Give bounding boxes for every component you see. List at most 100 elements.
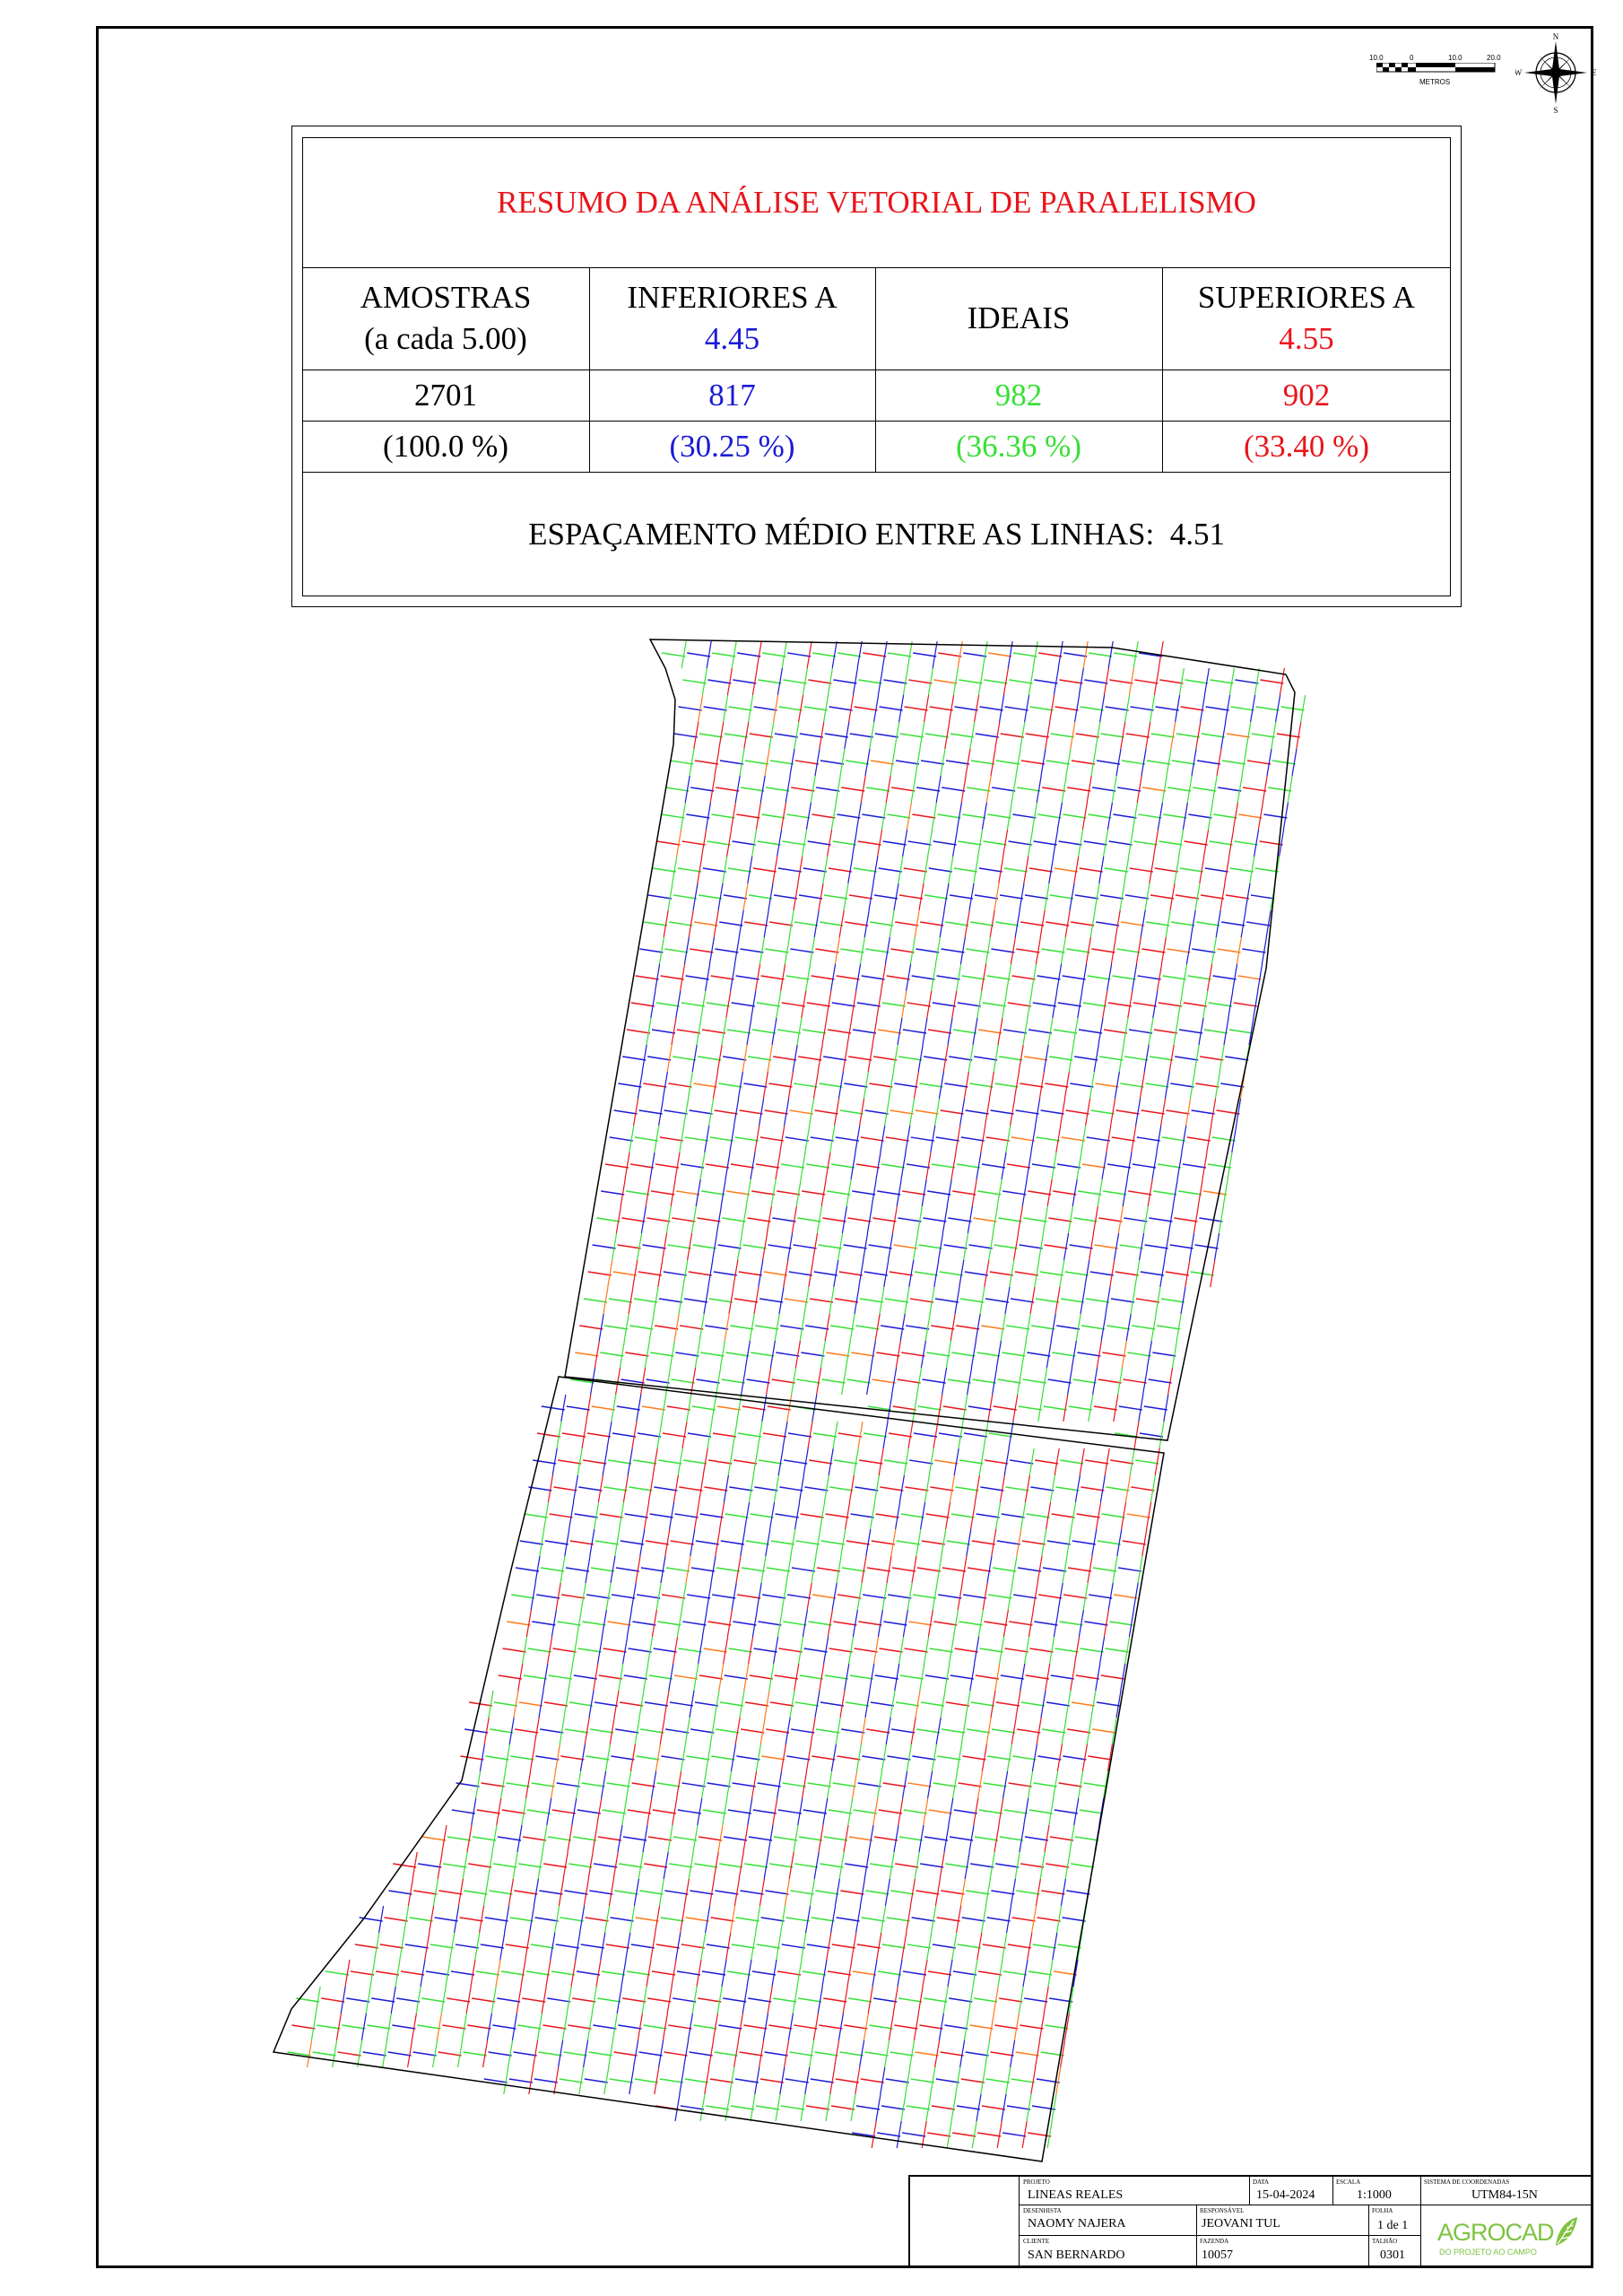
sample-segment [920, 1863, 944, 1868]
row-segment [1145, 721, 1151, 750]
row-segment [954, 1286, 960, 1315]
row-segment [579, 1744, 586, 1772]
sample-segment [1127, 1352, 1151, 1357]
row-segment [830, 963, 837, 992]
row-segment [791, 1367, 797, 1396]
sample-segment [586, 1594, 611, 1599]
sample-segment [879, 706, 903, 711]
row-segment [1152, 990, 1159, 1019]
sample-segment [609, 1136, 633, 1142]
sample-segment [622, 1997, 647, 2003]
row-segment [1022, 1959, 1028, 1987]
sample-segment [669, 1701, 694, 1707]
row-segment [630, 1582, 637, 1611]
row-segment [979, 1286, 985, 1315]
row-segment [764, 1690, 770, 1718]
sample-segment [468, 1701, 493, 1707]
sample-segment [949, 1056, 973, 1061]
row-segment [1092, 1367, 1098, 1396]
row-segment [888, 2013, 894, 2041]
row-segment [981, 1744, 987, 1772]
row-segment [821, 1959, 828, 1987]
sample-segment [1033, 1782, 1057, 1787]
sample-segment [540, 1567, 565, 1572]
sample-segment [881, 1002, 906, 1007]
sample-segment [690, 1567, 716, 1572]
row-segment [1012, 1394, 1019, 1422]
sample-segment [928, 1809, 952, 1814]
row-segment [1216, 748, 1222, 777]
average-spacing-label: ESPAÇAMENTO MÉDIO ENTRE AS LINHAS: [528, 516, 1155, 552]
row-segment [949, 694, 955, 723]
row-segment [881, 1744, 887, 1772]
sample-segment [1098, 1217, 1123, 1222]
sample-segment [905, 1486, 929, 1492]
row-segment [1172, 1178, 1178, 1207]
sample-segment [594, 1701, 619, 1707]
row-segment [811, 1555, 817, 1584]
row-segment [637, 2013, 643, 2041]
sample-segment [508, 2078, 533, 2083]
row-segment [1045, 1663, 1051, 1692]
sample-segment [700, 1352, 725, 1357]
sample-segment [1084, 679, 1108, 684]
row-segment [1102, 990, 1108, 1019]
sample-segment [532, 1621, 556, 1626]
sample-segment [637, 1432, 662, 1438]
row-segment [508, 2039, 514, 2068]
sample-segment [661, 813, 685, 819]
sample-segment [1029, 1648, 1054, 1653]
sample-segment [698, 1836, 723, 1841]
row-segment [1207, 802, 1213, 831]
row-segment [1015, 748, 1021, 777]
sample-segment [413, 1890, 438, 1895]
row-segment [877, 1609, 883, 1638]
row-segment [902, 1609, 908, 1638]
row-segment [937, 1394, 943, 1422]
row-segment [777, 1609, 783, 1638]
row-segment [1117, 1367, 1124, 1396]
row-segment [876, 1932, 882, 1961]
sample-segment [1162, 975, 1186, 980]
sample-segment [1136, 1136, 1160, 1142]
sample-segment [988, 652, 1012, 657]
row-segment [968, 1986, 974, 2014]
row-segment [860, 775, 866, 804]
row-segment [757, 1421, 763, 1449]
sample-segment [784, 1298, 809, 1303]
row-segment [691, 1986, 698, 2014]
sample-segment [887, 1755, 911, 1761]
sample-segment [957, 1944, 981, 1949]
row-segment [823, 1474, 829, 1503]
sample-segment [711, 813, 735, 819]
row-segment [1271, 721, 1277, 750]
sample-segment [740, 948, 764, 953]
sample-segment [723, 1997, 747, 2003]
sample-segment [624, 1513, 648, 1518]
row-segment [830, 1744, 837, 1772]
row-segment [1262, 775, 1268, 804]
row-segment [1061, 1717, 1067, 1745]
sample-segment [1178, 1190, 1202, 1196]
row-segment [1005, 2066, 1011, 2095]
sample-segment [1079, 867, 1103, 873]
row-segment [698, 1474, 704, 1503]
row-segment [952, 829, 959, 857]
sample-segment [1176, 733, 1200, 738]
row-segment [1089, 909, 1096, 938]
row-segment [683, 2039, 690, 2068]
sample-segment [787, 652, 812, 657]
row-segment [471, 1797, 477, 1826]
sample-segment [287, 2051, 311, 2057]
sample-segment [845, 921, 869, 926]
row-segment [784, 936, 790, 965]
title-block-divider [1019, 2235, 1420, 2236]
sample-segment [1040, 1109, 1064, 1115]
row-segment [749, 1313, 755, 1342]
row-segment [801, 1932, 807, 1961]
leaf-icon [1556, 2217, 1577, 2246]
sample-segment [998, 1217, 1022, 1222]
sample-segment [1109, 679, 1133, 684]
row-segment [1211, 1098, 1217, 1126]
sample-segment [698, 1997, 722, 2003]
